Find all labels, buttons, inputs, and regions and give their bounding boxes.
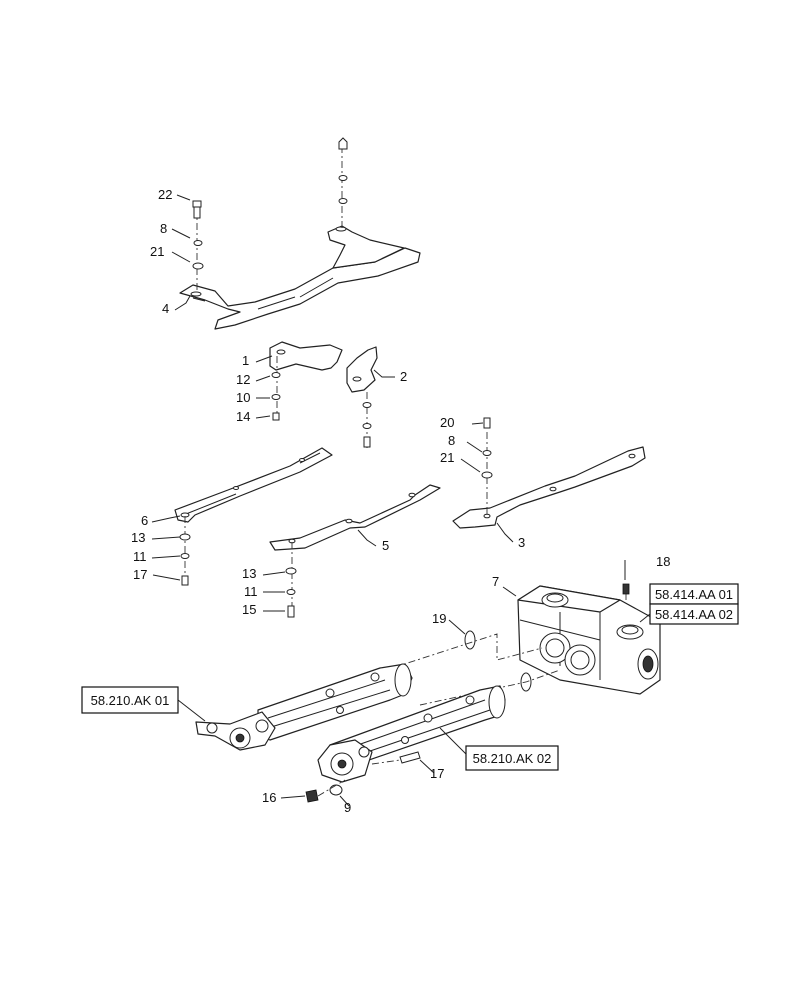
- callout-9: 9: [344, 800, 351, 815]
- ref-box-58-210-ak-02[interactable]: [465, 745, 559, 771]
- callout-7: 7: [492, 574, 499, 589]
- callout-labels: 22 8 21 4 1 12 10 14 2 20 8 21 3 6 13 11…: [131, 187, 670, 815]
- hardware-stack-upper-right: [338, 137, 348, 230]
- ref-label-58-414-aa-02[interactable]: 58.414.AA 02: [655, 607, 733, 622]
- callout-8: 8: [160, 221, 167, 236]
- callout-18: 18: [656, 554, 670, 569]
- ref-label-58-210-ak-02[interactable]: 58.210.AK 02: [473, 751, 552, 766]
- reference-boxes: 58.414.AA 01 58.414.AA 02 58.210.AK 01 5…: [81, 583, 739, 771]
- callout-8: 8: [448, 433, 455, 448]
- gearbox-part-7: [517, 583, 661, 695]
- hardware-stack-upper-left: [192, 200, 204, 290]
- leader-lines: [151, 194, 626, 807]
- callout-20: 20: [440, 415, 454, 430]
- callout-13: 13: [131, 530, 145, 545]
- callout-21: 21: [440, 450, 454, 465]
- bracket-part-1: [269, 341, 343, 371]
- hardware-stack-part-1: [271, 356, 281, 421]
- bracket-part-5: [269, 484, 441, 618]
- cylinder-upper: [195, 663, 413, 751]
- callout-13: 13: [242, 566, 256, 581]
- callout-6: 6: [141, 513, 148, 528]
- bracket-part-4: [179, 225, 421, 330]
- ref-label-58-210-ak-01[interactable]: 58.210.AK 01: [91, 693, 170, 708]
- ref-box-58-210-ak-01[interactable]: [81, 686, 179, 714]
- bracket-part-3: [452, 417, 646, 529]
- hardware-stack-part-2: [362, 392, 372, 448]
- bracket-part-2: [346, 346, 378, 393]
- callout-12: 12: [236, 372, 250, 387]
- callout-10: 10: [236, 390, 250, 405]
- callout-19: 19: [432, 611, 446, 626]
- callout-11: 11: [244, 584, 258, 599]
- callout-15: 15: [242, 602, 256, 617]
- bracket-part-6: [174, 447, 333, 586]
- callout-21: 21: [150, 244, 164, 259]
- hardware-cylinder: [305, 751, 421, 803]
- callout-16: 16: [262, 790, 276, 805]
- callout-4: 4: [162, 301, 169, 316]
- o-rings-part-19: [379, 630, 561, 706]
- callout-22: 22: [158, 187, 172, 202]
- callout-1: 1: [242, 353, 249, 368]
- ref-label-58-414-aa-01[interactable]: 58.414.AA 01: [655, 587, 733, 602]
- callout-3: 3: [518, 535, 525, 550]
- callout-14: 14: [236, 409, 250, 424]
- callout-17: 17: [430, 766, 444, 781]
- callout-17: 17: [133, 567, 147, 582]
- callout-11: 11: [133, 549, 147, 564]
- cylinder-lower: [317, 685, 506, 783]
- callout-2: 2: [400, 369, 407, 384]
- callout-5: 5: [382, 538, 389, 553]
